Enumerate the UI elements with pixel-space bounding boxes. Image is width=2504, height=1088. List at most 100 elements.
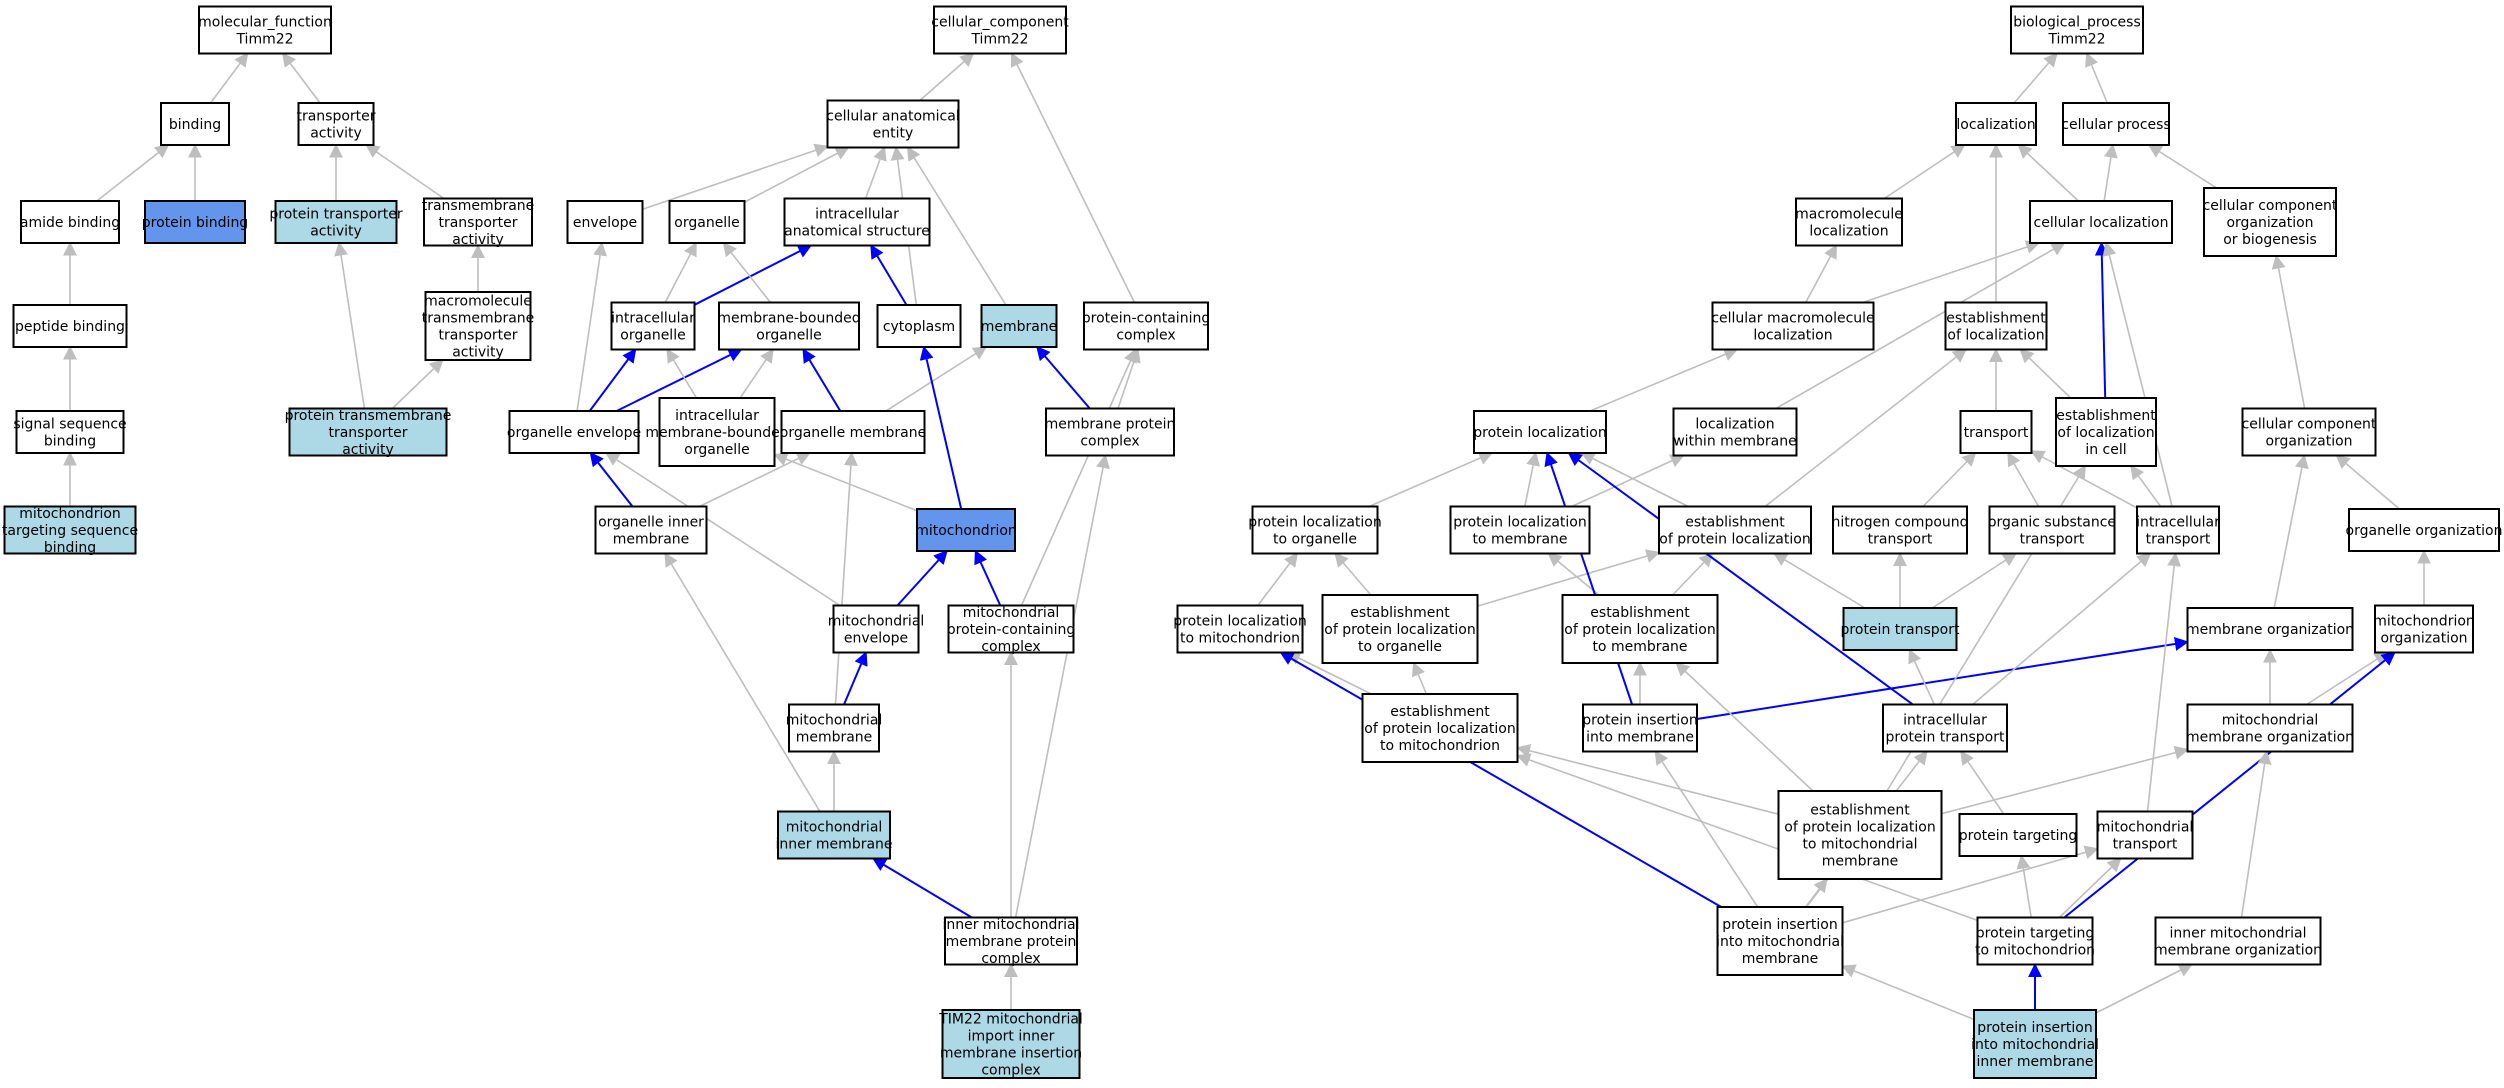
node-box[interactable]	[2203, 187, 2337, 257]
node-box[interactable]	[1958, 813, 2078, 857]
node-box[interactable]	[12, 304, 128, 348]
node-protbind[interactable]: protein binding	[142, 200, 248, 244]
node-box[interactable]	[1716, 906, 1844, 976]
node-box[interactable]	[424, 291, 532, 361]
node-box[interactable]	[566, 200, 644, 244]
node-organelle[interactable]: organelle	[668, 200, 746, 244]
node-cloc[interactable]: cellular localization	[2029, 200, 2173, 244]
node-box[interactable]	[780, 410, 926, 454]
node-box[interactable]	[2154, 916, 2322, 966]
node-box[interactable]	[2186, 703, 2354, 753]
node-box[interactable]	[20, 200, 120, 244]
node-box[interactable]	[1582, 703, 1698, 753]
node-box[interactable]	[508, 410, 640, 454]
node-box[interactable]	[2029, 200, 2173, 244]
node-box[interactable]	[15, 410, 125, 454]
node-box[interactable]	[1711, 301, 1875, 351]
node-box[interactable]	[933, 5, 1067, 55]
node-binding[interactable]: binding	[160, 102, 230, 146]
node-box[interactable]	[2374, 604, 2474, 654]
node-box[interactable]	[2055, 397, 2157, 467]
node-box[interactable]	[1959, 410, 2033, 454]
node-box[interactable]	[1361, 693, 1519, 763]
node-oenv[interactable]: organelle envelope	[507, 410, 641, 454]
node-peptide[interactable]: peptide binding	[12, 304, 128, 348]
node-macrotm[interactable]: macromoleculetransmembranetransporteract…	[422, 291, 535, 361]
node-box[interactable]	[718, 301, 860, 351]
node-box[interactable]	[668, 200, 746, 244]
node-box[interactable]	[1176, 604, 1304, 654]
node-box[interactable]	[2062, 102, 2170, 146]
node-box[interactable]	[594, 505, 708, 555]
node-ploc[interactable]: protein localization	[1473, 410, 1607, 454]
node-box[interactable]	[783, 197, 931, 247]
node-box[interactable]	[2010, 5, 2144, 55]
node-box[interactable]	[1832, 505, 1968, 555]
node-box[interactable]	[1473, 410, 1607, 454]
node-box[interactable]	[916, 508, 1016, 552]
node-box[interactable]	[1083, 301, 1209, 351]
node-box[interactable]	[2136, 505, 2220, 555]
node-box[interactable]	[1976, 916, 2094, 966]
node-box[interactable]	[1658, 505, 1812, 555]
node-omem[interactable]: organelle membrane	[780, 410, 926, 454]
node-box[interactable]	[610, 301, 696, 351]
node-box[interactable]	[160, 102, 230, 146]
node-box[interactable]	[1842, 607, 1958, 651]
node-box[interactable]	[144, 200, 246, 244]
node-box[interactable]	[826, 99, 960, 149]
node-amide[interactable]: amide binding	[20, 200, 120, 244]
node-box[interactable]	[944, 916, 1078, 966]
node-box[interactable]	[297, 102, 375, 146]
node-box[interactable]	[1777, 790, 1943, 880]
node-mito[interactable]: mitochondrion	[915, 508, 1017, 552]
node-box[interactable]	[423, 197, 533, 247]
node-cproc[interactable]: cellular process	[2061, 102, 2171, 146]
node-box[interactable]	[788, 703, 880, 753]
node-transport[interactable]: transport	[1959, 410, 2033, 454]
node-morg[interactable]: membrane organization	[2186, 607, 2354, 651]
node-box[interactable]	[3, 505, 137, 555]
node-box[interactable]	[941, 1009, 1081, 1079]
node-membrane[interactable]: membrane	[980, 304, 1058, 348]
node-box[interactable]	[947, 604, 1075, 654]
node-box[interactable]	[1321, 594, 1479, 664]
node-box[interactable]	[1882, 703, 2008, 753]
node-box[interactable]	[1251, 505, 1379, 555]
node-box[interactable]	[274, 200, 398, 244]
